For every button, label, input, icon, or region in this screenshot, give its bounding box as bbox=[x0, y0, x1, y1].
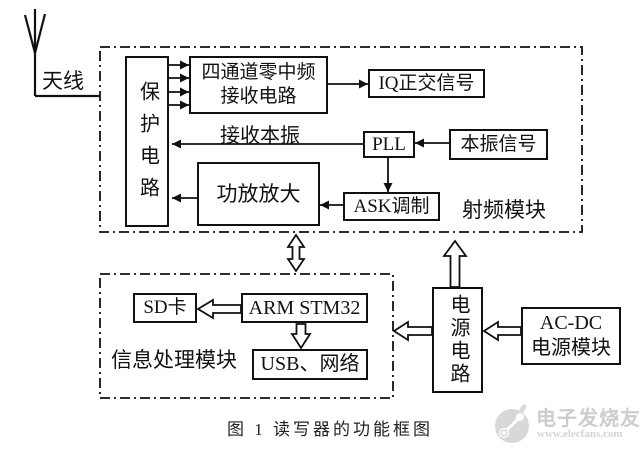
usb-network-box: USB、网络 bbox=[252, 349, 368, 380]
arrow-power-to-rf bbox=[442, 239, 468, 288]
rf-module-label: 射频模块 bbox=[462, 198, 546, 222]
figure-caption: 图 1 读写器的功能框图 bbox=[227, 420, 433, 439]
watermark: 电子发烧友 www.elecfans.com bbox=[492, 396, 644, 454]
acdc-line1: AC-DC bbox=[539, 312, 603, 334]
info-module-border bbox=[99, 273, 394, 399]
antenna-label: 天线 bbox=[42, 69, 84, 93]
four-channel-rx-line1: 四通道零中频 bbox=[201, 62, 316, 84]
arrow-mcu-to-usb bbox=[290, 323, 312, 350]
acdc-line2: 电源模块 bbox=[531, 337, 611, 359]
lo-signal-box: 本振信号 bbox=[449, 129, 548, 160]
rx-lo-label: 接收本振 bbox=[220, 125, 300, 147]
acdc-module-box: AC-DC 电源模块 bbox=[521, 307, 621, 365]
pll-box: PLL bbox=[363, 131, 415, 158]
power-amp-box: 功放放大 bbox=[197, 162, 320, 226]
arrow-acdc-to-power bbox=[482, 320, 522, 342]
elecfans-logo-icon bbox=[495, 404, 529, 443]
four-channel-rx-line2: 接收电路 bbox=[220, 86, 297, 107]
protection-circuit-box: 保护电路 bbox=[125, 56, 169, 227]
watermark-site: www.elecfans.com bbox=[537, 428, 623, 440]
arrow-power-to-info bbox=[392, 320, 433, 342]
arrow-rf-info-double bbox=[286, 233, 306, 273]
rf-module-border bbox=[99, 46, 583, 233]
ask-mod-box: ASK调制 bbox=[343, 192, 440, 221]
sd-card-box: SD卡 bbox=[133, 293, 197, 323]
mcu-box: ARM STM32 bbox=[241, 293, 368, 323]
four-channel-rx-box: 四通道零中频 接收电路 bbox=[189, 56, 328, 114]
arrow-mcu-to-sd bbox=[196, 298, 242, 320]
info-module-label: 信息处理模块 bbox=[111, 348, 237, 372]
signal-arrows bbox=[169, 60, 449, 210]
watermark-brand: 电子发烧友 bbox=[536, 408, 641, 430]
antenna-icon bbox=[23, 9, 100, 98]
power-circuit-box: 电源电路 bbox=[432, 287, 483, 393]
iq-signal-box: IQ正交信号 bbox=[368, 69, 485, 98]
